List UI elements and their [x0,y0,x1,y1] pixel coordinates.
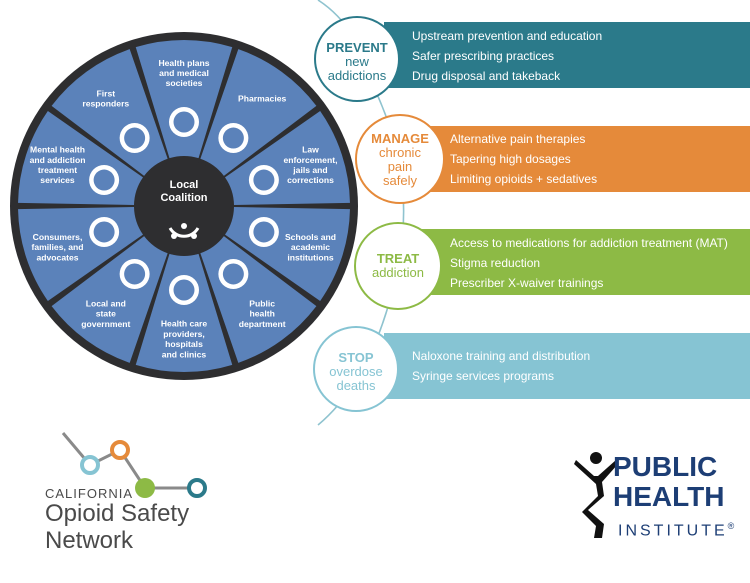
segment-label: Pharmacies [238,93,286,103]
icon-glyph [253,221,275,243]
icon-glyph [253,169,275,191]
segment-label: institutions [287,252,334,262]
segment-label: and addiction [30,155,86,165]
coalition-mark-icon [181,223,187,229]
treat-item: Stigma reduction [450,256,541,270]
wheel-center [138,160,230,252]
segment-label: and medical [159,68,209,78]
cosn-logo-graphic [61,432,207,498]
segment-label: families, and [31,242,83,252]
segment-label: Local and [86,298,126,308]
prevent-sub: addictions [327,68,387,83]
segment-label: jails and [292,165,327,175]
prevent-item: Safer prescribing practices [412,49,555,63]
wheel-segment [135,253,233,372]
logo-node-teal [80,455,100,475]
manage-circle: MANAGE chronic pain safely [355,114,445,204]
segment-label: academic [291,242,330,252]
stop-heading: STOP [338,350,374,365]
icon-glyph [173,111,195,133]
manage-sub: safely [383,173,417,188]
coalition-mark-icon [168,227,200,238]
segment-label: Schools and [285,232,336,242]
stop-circle: STOP overdose deaths [313,326,399,412]
segment-label: enforcement, [284,155,338,165]
stop-sub: deaths [336,378,376,393]
cosn-logo-line3: Network [45,527,134,554]
prevent-circle: PREVENT new addictions [314,16,400,102]
treat-heading: TREAT [376,251,420,266]
stop-item: Syringe services programs [412,369,555,383]
icon-glyph [93,169,115,191]
phi-registered-mark: ® [727,521,738,531]
phi-logo-line3: INSTITUTE® [618,516,737,541]
manage-sub: pain [387,159,413,174]
phi-logo-line2: HEALTH [613,481,725,512]
phi-logo-institute: INSTITUTE [618,522,728,540]
logo-node-orange [110,440,130,460]
treat-circle: TREAT addiction [354,222,442,310]
manage-heading: MANAGE [371,131,429,146]
segment-label: Health plans [158,58,209,68]
segment-label: Law [302,145,319,155]
cosn-logo-line1: CALIFORNIA [45,486,134,501]
segment-label: state [96,309,116,319]
prevent-bar: Upstream prevention and education Safer … [384,22,750,88]
segment-label: Consumers, [33,232,83,242]
prevent-item: Drug disposal and takeback [412,69,561,83]
icon-glyph [173,279,195,301]
segment-label: responders [82,99,129,109]
icon-glyph [124,127,146,149]
logo-node-green [135,478,155,498]
treat-bar: Access to medications for addiction trea… [384,229,750,295]
segment-label: societies [166,78,203,88]
stop-item: Naloxone training and distribution [412,349,591,363]
treat-sub: addiction [371,265,425,280]
segment-label: advocates [36,252,78,262]
segment-label: and clinics [162,349,207,359]
icon-glyph [93,221,115,243]
segment-label: hospitals [165,339,203,349]
segment-label: Public [249,298,275,308]
treat-item: Access to medications for addiction trea… [450,236,728,250]
center-title: Local [170,179,199,191]
icon-glyph [124,263,146,285]
stop-sub: overdose [329,364,383,379]
manage-item: Limiting opioids + sedatives [450,172,598,186]
segment-label: services [40,175,75,185]
segment-label: government [81,319,130,329]
prevent-sub: new [345,54,369,69]
segment-label: health [250,309,275,319]
phi-figure-icon [574,452,618,538]
icon-glyph [222,127,244,149]
manage-item: Tapering high dosages [450,152,571,166]
prevent-heading: PREVENT [326,40,388,55]
treat-item: Prescriber X-waiver trainings [450,276,604,290]
segment-label: providers, [163,329,205,339]
manage-sub: chronic [379,145,421,160]
wheel-segment [135,40,233,159]
segment-label: department [239,319,286,329]
segment-label: Mental health [30,145,85,155]
phi-logo-line1: PUBLIC [613,451,718,482]
segment-label: First [97,88,116,98]
prevent-item: Upstream prevention and education [412,29,603,43]
icon-glyph [222,263,244,285]
logo-node-darkteal [187,478,207,498]
manage-item: Alternative pain therapies [450,132,586,146]
stop-bar: Naloxone training and distribution Syrin… [384,333,750,399]
center-title: Coalition [160,192,207,204]
segment-label: Health care [161,319,208,329]
cosn-logo-line2: Opioid Safety [45,500,190,527]
segment-label: treatment [38,165,77,175]
manage-bar: Alternative pain therapies Tapering high… [384,126,750,192]
segment-label: corrections [287,175,334,185]
